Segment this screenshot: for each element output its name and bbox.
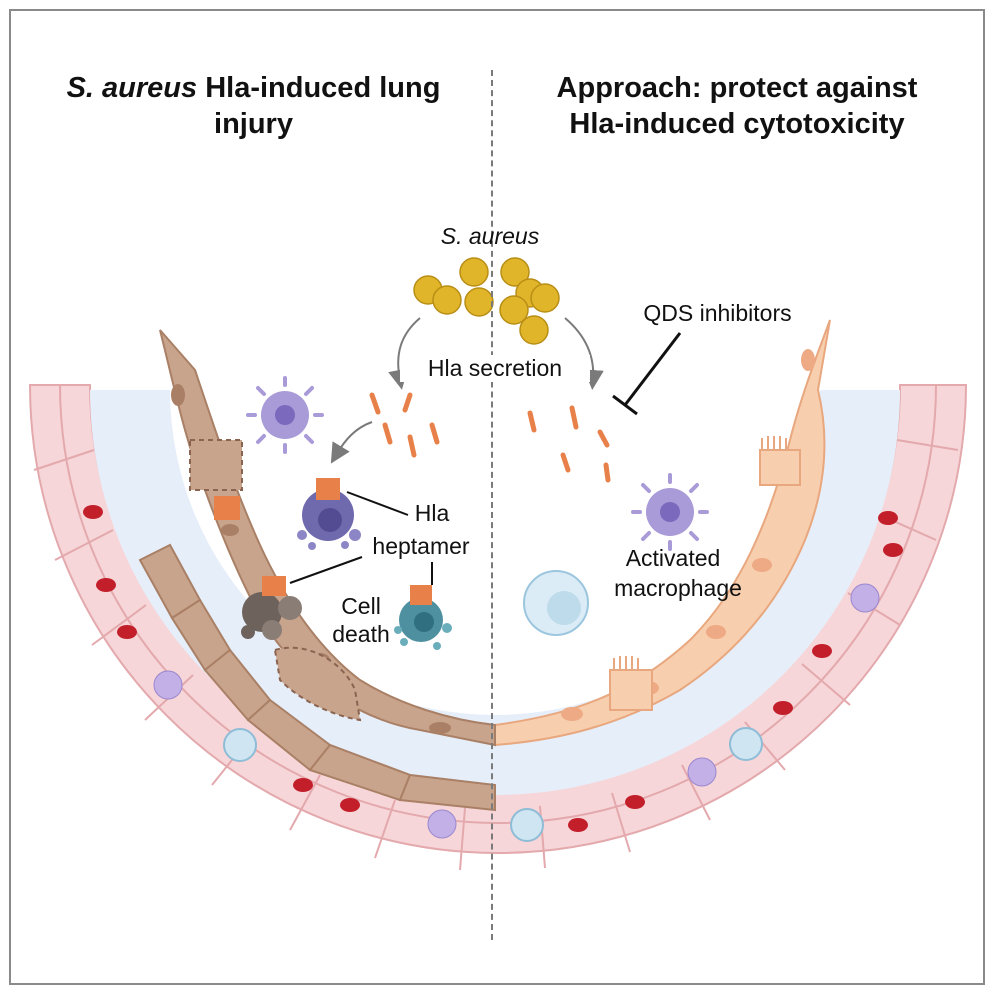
macrophage-activated <box>631 473 709 551</box>
inhibitors-label: QDS inhibitors <box>643 300 792 326</box>
alveolar-immune-cell <box>523 570 589 636</box>
injured-basement-cells <box>138 543 496 812</box>
hla-toxins <box>369 392 611 483</box>
left-title-text: Hla-induced lung injury <box>197 72 441 140</box>
alveolar-space <box>90 390 900 795</box>
bacteria-label: S. aureus <box>440 223 540 249</box>
label-leaders <box>289 491 433 585</box>
bacteria-cluster <box>413 257 560 345</box>
detached-cell <box>273 646 362 722</box>
inhibitor-bar <box>612 394 638 416</box>
macrophage-resting <box>246 376 324 454</box>
panel-divider <box>491 70 493 940</box>
secretion-arrow-left <box>388 317 421 390</box>
detached-cell <box>189 439 243 491</box>
ciliated-cell <box>759 436 801 486</box>
secretion-label: Hla secretion <box>400 355 590 382</box>
heptamer-label-line2: heptamer <box>372 533 470 559</box>
healthy-epithelium <box>494 319 831 747</box>
cell-death-label-line2: death <box>332 621 390 647</box>
dying-cell-teal <box>394 585 452 650</box>
red-blood-cells <box>83 505 903 832</box>
dying-cell-purple <box>297 478 361 550</box>
right-title-line2: Hla-induced cytotoxicity <box>569 108 905 140</box>
dying-cell-brown <box>241 576 302 640</box>
secretion-arrow-right <box>564 317 604 390</box>
ciliated-cell <box>609 656 653 711</box>
right-panel-title: Approach: protect against Hla-induced cy… <box>512 70 962 142</box>
lymphocytes <box>153 583 880 839</box>
macrophage-label-line2: macrophage <box>614 575 742 601</box>
left-panel-title: S. aureus Hla-induced lung injury <box>26 70 481 142</box>
cell-death-label-line1: Cell <box>341 593 381 619</box>
vessel-cell-borders <box>33 384 959 871</box>
heptamer-label-line1: Hla <box>414 500 450 526</box>
right-title-line1: Approach: protect against <box>556 72 918 104</box>
hla-heptamer-epithelial <box>214 496 240 520</box>
toxin-binding-arrow <box>330 421 373 464</box>
monocytes <box>223 727 763 842</box>
macrophage-label-line1: Activated <box>625 545 721 571</box>
inhibitor-line <box>623 332 682 406</box>
left-title-species: S. aureus <box>66 72 198 104</box>
